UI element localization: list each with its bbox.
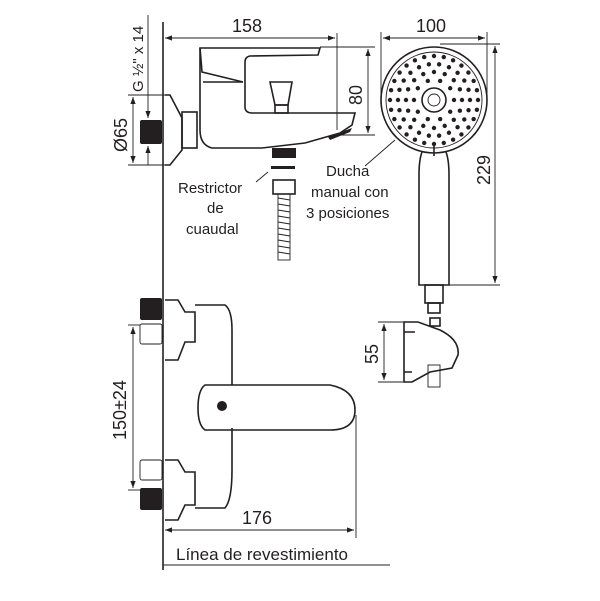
nozzle-dot: [431, 125, 437, 131]
nozzle-dot: [412, 137, 418, 142]
nozzle-dot: [388, 88, 394, 93]
nozzle-dot: [416, 130, 422, 135]
nozzle-dot: [466, 87, 471, 93]
dim-diameter: Ø65: [111, 118, 131, 152]
nozzle-dot: [403, 97, 409, 103]
nozzle-dot: [395, 97, 401, 103]
nozzle-dot: [474, 88, 480, 93]
nozzle-dot: [442, 123, 447, 129]
nozzle-dot: [405, 87, 411, 92]
nozzle-dot: [459, 63, 464, 68]
nozzle-dot: [397, 107, 402, 113]
dim-thread: G ½" x 14: [130, 26, 147, 92]
nozzle-dot: [437, 78, 443, 84]
restrictor-label-3: cuaudal: [186, 221, 239, 238]
nozzle-dot: [415, 86, 421, 91]
restrictor-label-1: Restrictor: [178, 180, 242, 197]
nozzle-dot: [462, 78, 467, 83]
nozzle-dot: [408, 70, 413, 75]
nozzle-dot: [471, 78, 476, 84]
nozzle-dot: [415, 109, 421, 114]
nozzle-dot: [401, 117, 406, 122]
shower-label-3: 3 posiciones: [306, 205, 389, 222]
dim-176: 176: [242, 508, 272, 528]
top-mixer: [140, 47, 357, 261]
nozzle-dot: [451, 78, 456, 83]
nozzle-dot: [431, 53, 437, 59]
nozzle-dot: [411, 97, 417, 103]
nozzle-dot: [447, 86, 453, 91]
nozzle-dot: [450, 137, 456, 142]
nozzle-dot: [404, 63, 409, 68]
nozzle-dot: [392, 78, 397, 84]
dim-229: 229: [474, 155, 494, 185]
nozzle-dot: [451, 117, 456, 122]
nozzle-dot: [442, 71, 447, 77]
nozzle-dot: [466, 125, 471, 130]
hand-shower: [380, 46, 488, 314]
nozzle-dot: [431, 69, 437, 75]
nozzle-dot: [426, 62, 432, 67]
nozzle-dot: [388, 107, 394, 112]
shower-label-1: Ducha: [326, 163, 370, 180]
nozzle-dot: [412, 117, 417, 122]
nozzle-dot: [471, 116, 476, 122]
nozzle-dot: [412, 78, 417, 83]
nozzle-dot: [422, 140, 427, 146]
nozzle-dot: [426, 133, 432, 138]
nozzle-dot: [436, 62, 442, 67]
nozzle-dot: [457, 108, 463, 113]
nozzle-dot: [466, 107, 471, 113]
nozzle-dot: [441, 54, 446, 60]
dim-100: 100: [416, 16, 446, 36]
nozzle-dot: [425, 78, 431, 84]
nozzle-dot: [462, 117, 467, 122]
dim-80: 80: [346, 85, 366, 105]
nozzle-dot: [467, 97, 473, 103]
nozzle-dot: [459, 132, 464, 137]
nozzle-dot: [416, 65, 422, 70]
nozzle-dot: [455, 70, 460, 75]
nozzle-dot: [451, 97, 457, 103]
nozzle-dot: [404, 132, 409, 137]
nozzle-dot: [387, 97, 393, 103]
restrictor-label-2: de: [207, 200, 224, 217]
nozzle-dot: [392, 116, 397, 122]
nozzle-dot: [412, 58, 418, 63]
nozzle-dot: [475, 97, 481, 103]
nozzle-dot: [397, 87, 402, 93]
nozzle-dot: [421, 71, 426, 77]
nozzle-dot: [447, 109, 453, 114]
dim-55: 55: [362, 344, 382, 364]
shower-bracket: [403, 317, 459, 388]
nozzle-dot: [397, 125, 402, 130]
nozzle-dot: [457, 87, 463, 92]
nozzle-dot: [405, 108, 411, 113]
nozzle-dot: [446, 130, 452, 135]
nozzle-dot: [441, 140, 446, 146]
bottom-mixer: [139, 298, 356, 521]
nozzle-dot: [474, 107, 480, 112]
nozzle-dot: [408, 125, 413, 130]
nozzle-dot: [421, 123, 426, 129]
nozzle-dot: [446, 65, 452, 70]
nozzle-dot: [425, 116, 431, 122]
shower-label-2: manual con: [311, 184, 389, 201]
nozzle-dot: [422, 54, 427, 60]
dim-158: 158: [232, 16, 262, 36]
nozzle-dot: [401, 78, 406, 83]
nozzle-dot: [450, 58, 456, 63]
nozzle-dot: [459, 97, 465, 103]
nozzle-dot: [397, 70, 402, 75]
nozzle-dot: [436, 133, 442, 138]
nozzle-dot: [437, 116, 443, 122]
nozzle-dot: [455, 125, 460, 130]
dim-150: 150±24: [110, 380, 130, 440]
nozzle-dot: [466, 70, 471, 75]
wall-line-label: Línea de revestimiento: [176, 545, 348, 564]
